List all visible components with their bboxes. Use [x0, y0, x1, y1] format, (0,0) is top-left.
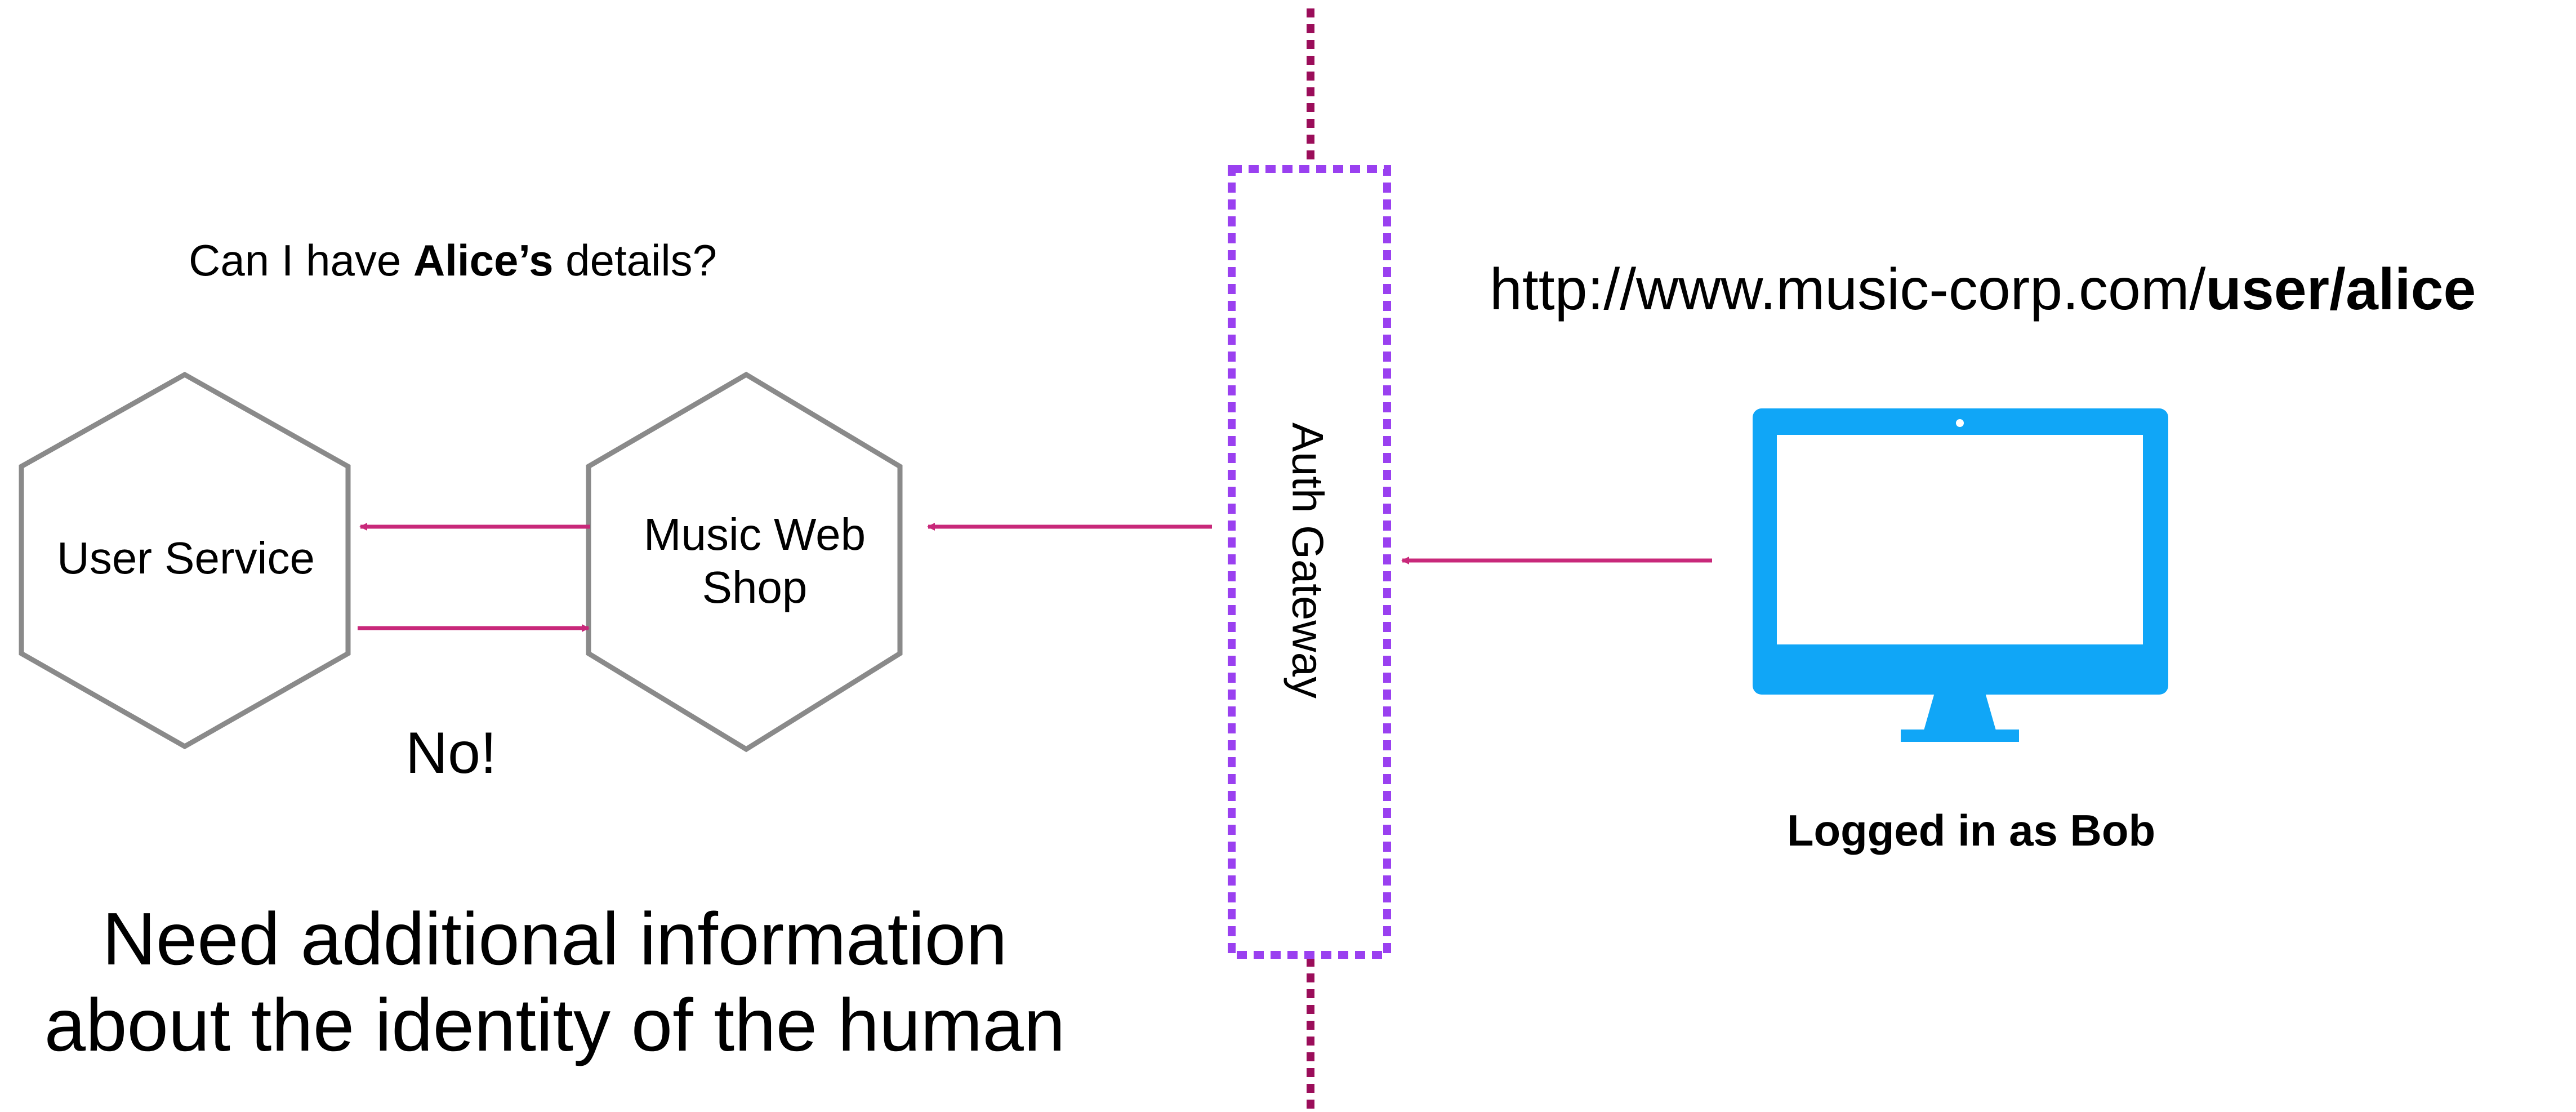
need-info-caption: Need additional information about the id… [44, 897, 1066, 1067]
auth-gateway-box [1228, 165, 1391, 959]
user-service-hexagon [19, 371, 351, 750]
request-question: Can I have Alice’s details? [189, 235, 717, 285]
user-service-label: User Service [57, 533, 315, 583]
response-no: No! [405, 720, 497, 786]
requested-url: http://www.music-corp.com/user/alice [1490, 257, 2476, 322]
logged-in-caption: Logged in as Bob [1786, 806, 2156, 855]
music-web-shop-label: Music Web Shop [643, 509, 866, 613]
auth-gateway-label: Auth Gateway [1283, 422, 1333, 699]
desktop-monitor-icon [1753, 408, 2168, 742]
requested-user-name: Alice’s [413, 235, 554, 285]
music-web-shop-hexagon [586, 371, 903, 753]
url-path: user/alice [2205, 257, 2476, 322]
